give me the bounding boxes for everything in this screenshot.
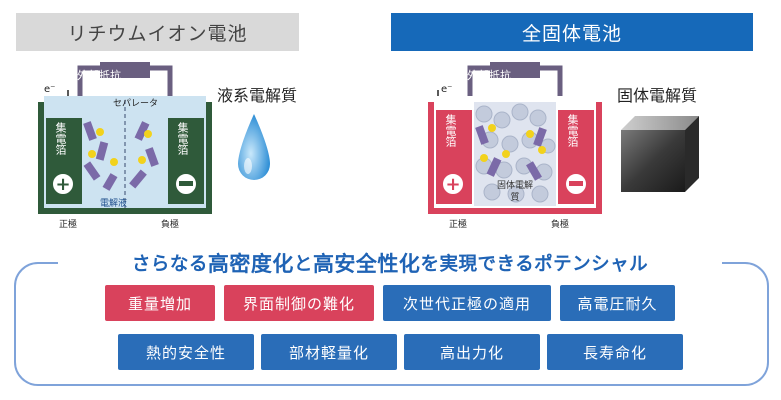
liquid-left-collector-label: 集電箔 <box>54 122 67 155</box>
liquid-electrolyte-label: 液系電解質 <box>217 86 298 105</box>
electrolyte-liquid-label: 電解液 <box>100 199 128 209</box>
solid-electrolyte-label: 固体電解質 <box>617 86 698 105</box>
solid-cell-diagram: + <box>428 62 602 214</box>
resistor <box>100 62 150 78</box>
tag-high-voltage: 高電圧耐久 <box>560 285 675 321</box>
tag-thermal-safety: 熱的安全性 <box>118 334 254 370</box>
solid-electron-label: e⁻ <box>441 84 453 95</box>
tag-long-life: 長寿命化 <box>547 334 683 370</box>
slogan-part-1: さらなる <box>131 254 208 275</box>
cube-icon <box>621 116 699 192</box>
svg-text:+: + <box>445 174 460 195</box>
solid-electrolyte-inner-label: 固体電解質 <box>497 181 534 203</box>
liquid-cell-diagram: + <box>38 62 212 214</box>
tag-weight-increase: 重量増加 <box>105 285 215 321</box>
solid-positive-label: 正極 <box>449 220 468 230</box>
potential-slogan: さらなる高密度化と高安全性化を実現できるポテンシャル <box>58 248 722 278</box>
slogan-part-5: を実現できるポテンシャル <box>420 254 649 275</box>
liquid-right-collector-label: 集電箔 <box>176 122 189 155</box>
droplet-icon <box>238 114 270 180</box>
tag-lightweight-parts: 部材軽量化 <box>261 334 397 370</box>
liquid-battery-header: リチウムイオン電池 <box>16 13 299 51</box>
liquid-positive-label: 正極 <box>59 220 78 230</box>
tag-interface-control: 界面制御の難化 <box>224 285 374 321</box>
liquid-electron-label: e⁻ <box>44 84 56 95</box>
svg-text:+: + <box>55 174 70 195</box>
solid-left-collector-label: 集電箔 <box>444 114 457 147</box>
slogan-part-2: 高密度化 <box>207 252 294 276</box>
liquid-circuit-label: 外部抵抗 <box>77 69 121 82</box>
solid-right-collector-label: 集電箔 <box>566 114 579 147</box>
solid-negative-label: 負極 <box>551 220 570 230</box>
tag-next-gen-cathode: 次世代正極の適用 <box>383 285 551 321</box>
solid-circuit-label: 外部抵抗 <box>467 69 511 82</box>
solid-battery-header: 全固体電池 <box>391 13 753 51</box>
slogan-part-3: と <box>293 254 313 275</box>
resistor <box>490 62 540 78</box>
liquid-negative-label: 負極 <box>161 220 180 230</box>
tag-high-output: 高出力化 <box>404 334 540 370</box>
slogan-part-4: 高安全性化 <box>312 252 421 276</box>
separator-label: セパレータ <box>113 99 159 109</box>
